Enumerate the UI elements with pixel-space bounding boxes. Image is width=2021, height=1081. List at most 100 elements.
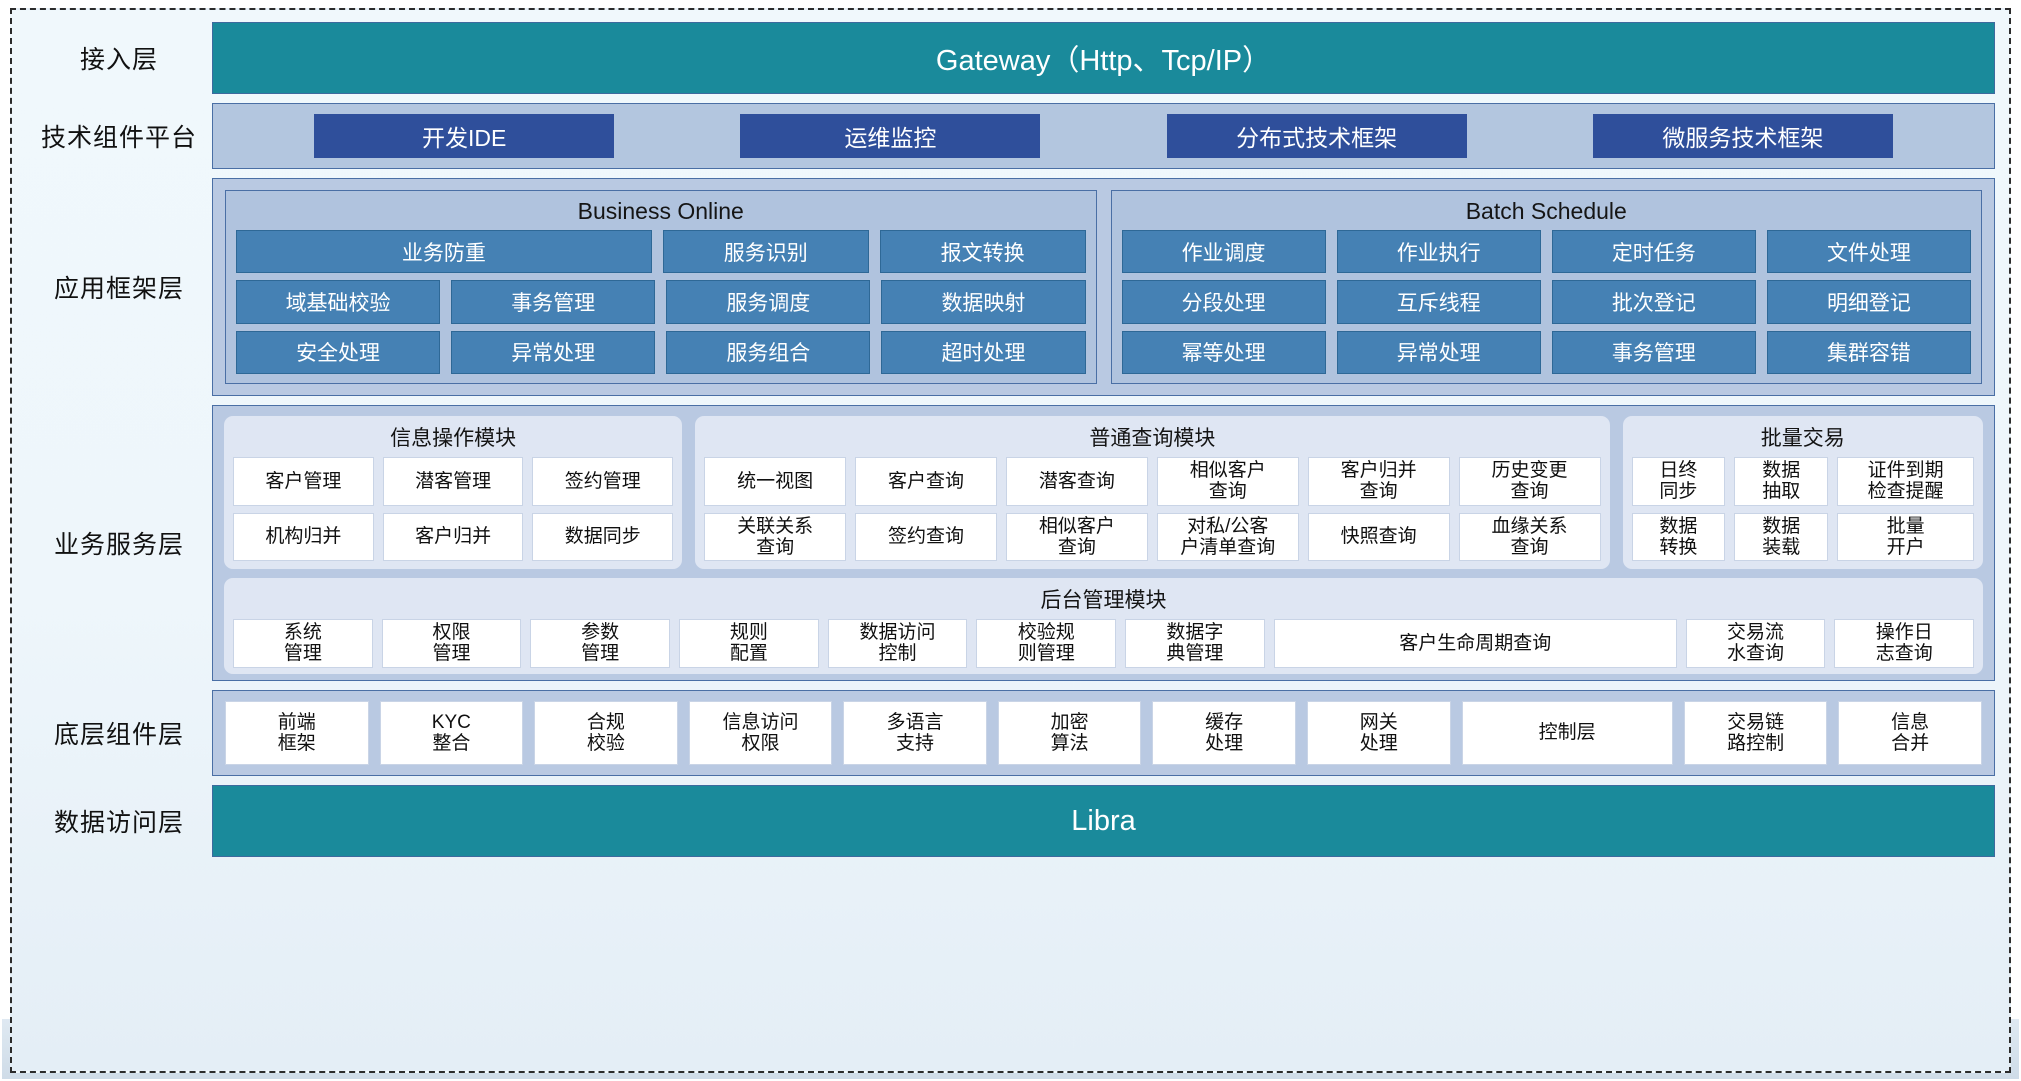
base-cell-frontend-framework[interactable]: 前端 框架 xyxy=(225,701,369,765)
tech-chip-microservice-framework[interactable]: 微服务技术框架 xyxy=(1592,114,1893,158)
service-cell-prospect-query[interactable]: 潜客查询 xyxy=(1005,457,1148,506)
service-cell-contract-mgmt[interactable]: 签约管理 xyxy=(532,457,674,506)
service-cell-customer-mgmt[interactable]: 客户管理 xyxy=(233,457,374,506)
admin-module-row: 系统 管理 权限 管理 参数 管理 规则 配置 数据访问 控制 校验规 则管理 … xyxy=(233,619,1975,668)
service-cell-customer-merge[interactable]: 客户归并 xyxy=(382,512,524,562)
service-cell-similar-customer-query-2[interactable]: 相似客户 查询 xyxy=(1005,512,1148,562)
app-framework-band: Business Online 业务防重 服务识别 报文转换 域基础校验 事务管… xyxy=(212,178,1995,396)
service-card-rows-common-query: 统一视图 客户查询 潜客查询 相似客户 查询 客户归并 查询 历史变更 查询 关… xyxy=(704,457,1601,562)
row-base-component: 底层组件层 前端 框架 KYC 整合 合规 校验 信息访问 权限 多语言 支持 … xyxy=(26,690,1995,776)
tech-chip-ide[interactable]: 开发IDE xyxy=(314,114,615,158)
service-card-batch-transaction: 批量交易 日终 同步 数据 抽取 证件到期 检查提醒 数据 转换 xyxy=(1622,416,1983,570)
admin-cell-parameter-mgmt[interactable]: 参数 管理 xyxy=(530,619,671,668)
app-chip-job-execute[interactable]: 作业执行 xyxy=(1336,230,1541,274)
app-row: 幂等处理 异常处理 事务管理 集群容错 xyxy=(1121,330,1971,374)
gateway-bar[interactable]: Gateway（Http、Tcp/IP） xyxy=(212,22,1995,94)
service-row: 关联关系 查询 签约查询 相似客户 查询 对私/公客 户清单查询 快照查询 血缘… xyxy=(704,512,1601,562)
app-chip-security-handling[interactable]: 安全处理 xyxy=(236,330,441,374)
base-cell-cache-handling[interactable]: 缓存 处理 xyxy=(1152,701,1296,765)
base-cell-multilanguage-support[interactable]: 多语言 支持 xyxy=(843,701,987,765)
app-chip-service-dispatch[interactable]: 服务调度 xyxy=(666,280,871,324)
admin-cell-rule-config[interactable]: 规则 配置 xyxy=(679,619,819,668)
admin-cell-transaction-flow-query[interactable]: 交易流 水查询 xyxy=(1685,619,1826,668)
service-cell-retail-corporate-list-query[interactable]: 对私/公客 户清单查询 xyxy=(1156,512,1299,562)
app-chip-idempotent-handling[interactable]: 幂等处理 xyxy=(1121,330,1326,374)
service-card-rows-info-operation: 客户管理 潜客管理 签约管理 机构归并 客户归并 数据同步 xyxy=(233,457,674,562)
business-service-band: 信息操作模块 客户管理 潜客管理 签约管理 机构归并 xyxy=(212,405,1995,681)
app-chip-data-mapping[interactable]: 数据映射 xyxy=(881,280,1086,324)
tech-chip-distributed-framework[interactable]: 分布式技术框架 xyxy=(1166,114,1467,158)
service-cell-relation-query[interactable]: 关联关系 查询 xyxy=(704,512,847,562)
app-row: 业务防重 服务识别 报文转换 xyxy=(236,230,1086,274)
base-cell-gateway-handling[interactable]: 网关 处理 xyxy=(1306,701,1451,765)
app-chip-domain-validate[interactable]: 域基础校验 xyxy=(236,280,441,324)
app-chip-batch-exception-handling[interactable]: 异常处理 xyxy=(1336,330,1541,374)
service-card-title-common-query: 普通查询模块 xyxy=(1089,427,1216,450)
service-cell-data-sync[interactable]: 数据同步 xyxy=(532,512,674,562)
service-row: 统一视图 客户查询 潜客查询 相似客户 查询 客户归并 查询 历史变更 查询 xyxy=(704,457,1601,506)
app-chip-cluster-fault-tolerance[interactable]: 集群容错 xyxy=(1766,330,1971,374)
app-chip-file-handling[interactable]: 文件处理 xyxy=(1766,230,1971,274)
admin-cell-validation-rule-mgmt[interactable]: 校验规 则管理 xyxy=(976,619,1117,668)
app-chip-message-transform[interactable]: 报文转换 xyxy=(879,230,1086,274)
app-chip-business-dedup[interactable]: 业务防重 xyxy=(236,230,652,274)
app-group-title-batch-schedule: Batch Schedule xyxy=(1465,198,1627,224)
service-card-rows-batch-transaction: 日终 同步 数据 抽取 证件到期 检查提醒 数据 转换 数据 装载 批量 开户 xyxy=(1631,457,1974,562)
libra-bar[interactable]: Libra xyxy=(212,785,1995,857)
app-chip-batch-registration[interactable]: 批次登记 xyxy=(1551,280,1756,324)
service-cell-certificate-expiry-reminder[interactable]: 证件到期 检查提醒 xyxy=(1837,457,1974,506)
app-chip-segment-processing[interactable]: 分段处理 xyxy=(1121,280,1326,324)
app-chip-batch-transaction-mgmt[interactable]: 事务管理 xyxy=(1551,330,1756,374)
service-card-title-batch-transaction: 批量交易 xyxy=(1760,427,1845,450)
app-chip-service-identify[interactable]: 服务识别 xyxy=(662,230,869,274)
base-cell-control-layer[interactable]: 控制层 xyxy=(1461,701,1673,765)
base-cell-info-merge[interactable]: 信息 合并 xyxy=(1838,701,1982,765)
layer-label-base: 底层组件层 xyxy=(53,721,184,749)
service-cell-data-load[interactable]: 数据 装载 xyxy=(1734,512,1829,562)
service-cell-unified-view[interactable]: 统一视图 xyxy=(704,457,847,506)
app-framework-body: Business Online 业务防重 服务识别 报文转换 域基础校验 事务管… xyxy=(212,178,1995,396)
service-cell-contract-query[interactable]: 签约查询 xyxy=(855,512,997,562)
layer-grid: 接入层 Gateway（Http、Tcp/IP） 技术组件平台 开发IDE 运维… xyxy=(12,10,2009,1071)
service-cell-eod-sync[interactable]: 日终 同步 xyxy=(1631,457,1726,506)
admin-cell-customer-lifecycle-query[interactable]: 客户生命周期查询 xyxy=(1273,619,1677,668)
service-cell-data-extract[interactable]: 数据 抽取 xyxy=(1734,457,1829,506)
app-chip-timeout-handling[interactable]: 超时处理 xyxy=(881,330,1086,374)
service-cell-customer-merge-query[interactable]: 客户归并 查询 xyxy=(1307,457,1450,506)
base-cell-encryption-algorithm[interactable]: 加密 算法 xyxy=(997,701,1142,765)
service-cell-history-change-query[interactable]: 历史变更 查询 xyxy=(1458,457,1601,506)
app-chip-detail-registration[interactable]: 明细登记 xyxy=(1766,280,1971,324)
app-chip-exception-handling[interactable]: 异常处理 xyxy=(451,330,656,374)
app-chip-transaction-mgmt[interactable]: 事务管理 xyxy=(451,280,656,324)
admin-cell-permission-mgmt[interactable]: 权限 管理 xyxy=(381,619,522,668)
service-cell-kinship-relation-query[interactable]: 血缘关系 查询 xyxy=(1458,512,1601,562)
service-cell-org-merge[interactable]: 机构归并 xyxy=(233,512,374,562)
base-cell-info-access-permission[interactable]: 信息访问 权限 xyxy=(688,701,833,765)
admin-cell-data-dictionary-mgmt[interactable]: 数据字 典管理 xyxy=(1125,619,1265,668)
base-cell-kyc-integration[interactable]: KYC 整合 xyxy=(379,701,524,765)
layer-label-tech: 技术组件平台 xyxy=(40,124,197,152)
service-cell-snapshot-query[interactable]: 快照查询 xyxy=(1307,512,1450,562)
service-cell-customer-query[interactable]: 客户查询 xyxy=(855,457,997,506)
service-cell-prospect-mgmt[interactable]: 潜客管理 xyxy=(382,457,524,506)
base-cell-compliance-check[interactable]: 合规 校验 xyxy=(534,701,678,765)
app-chip-service-composition[interactable]: 服务组合 xyxy=(666,330,871,374)
tech-chip-ops-monitor[interactable]: 运维监控 xyxy=(740,114,1041,158)
service-cards-row: 信息操作模块 客户管理 潜客管理 签约管理 机构归并 xyxy=(224,416,1983,570)
base-cell-transaction-chain-control[interactable]: 交易链 路控制 xyxy=(1683,701,1828,765)
app-row: 分段处理 互斥线程 批次登记 明细登记 xyxy=(1121,280,1971,324)
row-data-access: 数据访问层 Libra xyxy=(26,785,1995,857)
service-card-common-query: 普通查询模块 统一视图 客户查询 潜客查询 相似客户 查询 客户归并 查询 历史… xyxy=(695,416,1610,570)
admin-cell-operation-log-query[interactable]: 操作日 志查询 xyxy=(1834,619,1975,668)
app-chip-timed-task[interactable]: 定时任务 xyxy=(1551,230,1756,274)
service-cell-batch-account-open[interactable]: 批量 开户 xyxy=(1837,512,1974,562)
admin-cell-system-mgmt[interactable]: 系统 管理 xyxy=(233,619,373,668)
admin-cell-data-access-control[interactable]: 数据访问 控制 xyxy=(827,619,968,668)
app-group-business-online: Business Online 业务防重 服务识别 报文转换 域基础校验 事务管… xyxy=(225,190,1097,384)
app-chip-job-schedule[interactable]: 作业调度 xyxy=(1121,230,1326,274)
service-cell-similar-customer-query[interactable]: 相似客户 查询 xyxy=(1156,457,1299,506)
service-cell-data-transform[interactable]: 数据 转换 xyxy=(1631,512,1726,562)
business-service-body: 信息操作模块 客户管理 潜客管理 签约管理 机构归并 xyxy=(212,405,1995,681)
app-chip-mutex-thread[interactable]: 互斥线程 xyxy=(1336,280,1541,324)
